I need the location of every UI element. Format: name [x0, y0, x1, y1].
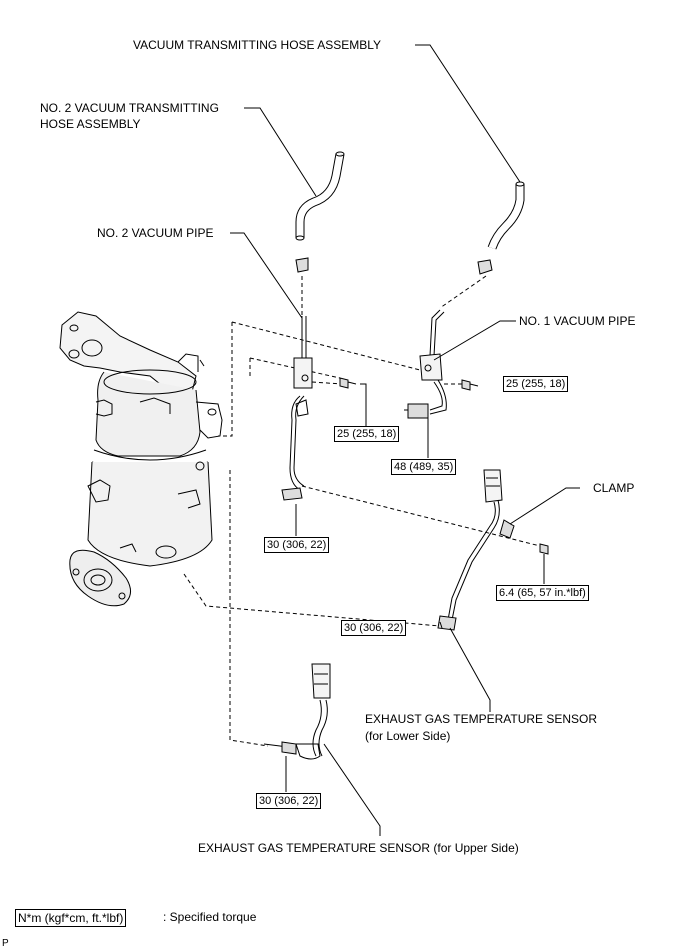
- label-vacuum-transmitting-hose: VACUUM TRANSMITTING HOSE ASSEMBLY: [133, 38, 382, 52]
- torque-clamp-nut: 6.4 (65, 57 in.*lbf): [496, 585, 589, 601]
- label-upper-sensor: EXHAUST GAS TEMPERATURE SENSOR (for Uppe…: [198, 841, 519, 855]
- torque-no1-pipe-end: 48 (489, 35): [391, 459, 457, 475]
- label-lower-sensor-line2: (for Lower Side): [365, 729, 451, 743]
- upper-exhaust-temp-sensor: [263, 663, 331, 760]
- torque-no2-pipe-end: 30 (306, 22): [264, 537, 330, 553]
- torque-upper-sensor: 30 (306, 22): [256, 793, 322, 809]
- dashed-reference-lines: [183, 275, 541, 747]
- legend-text: : Specified torque: [163, 910, 257, 924]
- no2-vacuum-hose: [295, 151, 345, 241]
- no1-vacuum-pipe: [407, 309, 447, 419]
- legend-torque-unit-box: N*m (kgf*cm, ft.*lbf): [15, 909, 127, 927]
- lower-exhaust-temp-sensor: [437, 469, 549, 631]
- bolt-no2-pipe: [339, 377, 357, 389]
- label-no2-vacuum-hose-line2: HOSE ASSEMBLY: [40, 117, 141, 131]
- corner-mark: P: [2, 938, 9, 949]
- label-lower-sensor-line1: EXHAUST GAS TEMPERATURE SENSOR: [365, 712, 598, 726]
- torque-lower-sensor: 30 (306, 22): [341, 620, 407, 636]
- exhaust-manifold-converter: [59, 311, 223, 607]
- label-no2-vacuum-hose-line1: NO. 2 VACUUM TRANSMITTING: [40, 101, 219, 115]
- hose-clip-left: [295, 257, 309, 273]
- label-no2-vacuum-pipe: NO. 2 VACUUM PIPE: [97, 226, 214, 240]
- torque-no1-bolt: 25 (255, 18): [503, 376, 569, 392]
- torque-no2-bolt: 25 (255, 18): [334, 426, 400, 442]
- no2-vacuum-pipe: [281, 316, 313, 501]
- hose-clip-right: [477, 259, 493, 275]
- vacuum-transmitting-hose: [487, 181, 525, 250]
- label-clamp: CLAMP: [593, 481, 635, 495]
- label-no1-vacuum-pipe: NO. 1 VACUUM PIPE: [519, 314, 636, 328]
- bolt-no1-pipe: [461, 379, 479, 391]
- leader-lines: [230, 44, 580, 836]
